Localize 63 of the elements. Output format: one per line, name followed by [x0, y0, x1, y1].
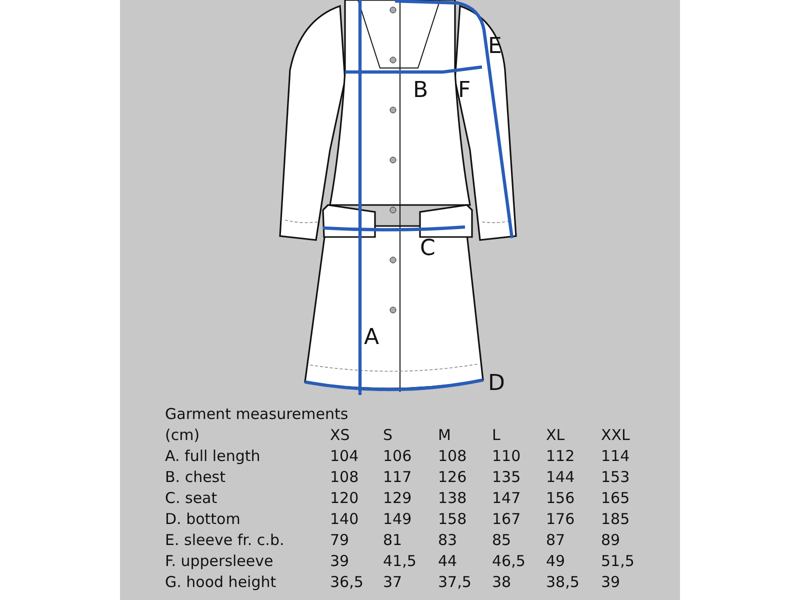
measurement-value: 41,5 [383, 554, 416, 569]
measurement-value: 44 [438, 554, 458, 569]
measurement-value: 104 [330, 449, 359, 464]
measurement-value: 36,5 [330, 575, 364, 590]
size-header: XXL [601, 428, 630, 443]
row-label: D. bottom [165, 512, 240, 527]
measurement-value: 117 [383, 470, 412, 485]
row-label: C. seat [165, 491, 218, 506]
size-header: XL [546, 428, 565, 443]
measurement-value: 37,5 [438, 575, 472, 590]
measurement-value: 89 [601, 533, 620, 548]
measurement-value: 39 [330, 554, 350, 569]
measurement-value: 112 [546, 449, 575, 464]
size-header: XS [330, 428, 350, 443]
measurement-letter: D [488, 373, 505, 395]
measurement-value: 144 [546, 470, 575, 485]
measurement-value: 126 [438, 470, 467, 485]
measurement-value: 185 [601, 512, 630, 527]
row-label: G. hood height [165, 575, 276, 590]
unit-label: (cm) [165, 428, 200, 443]
measurement-value: 39 [601, 575, 620, 590]
table-title: Garment measurements [165, 407, 348, 422]
measurement-value: 51,5 [601, 554, 634, 569]
measurement-value: 106 [383, 449, 412, 464]
measurement-value: 158 [438, 512, 467, 527]
row-label: E. sleeve fr. c.b. [165, 533, 284, 548]
measurement-value: 108 [330, 470, 359, 485]
measurement-value: 108 [438, 449, 467, 464]
measurement-value: 114 [601, 449, 630, 464]
measurement-value: 165 [601, 491, 630, 506]
row-label: B. chest [165, 470, 226, 485]
measurement-value: 129 [383, 491, 412, 506]
measurement-value: 85 [492, 533, 512, 548]
measurement-value: 38,5 [546, 575, 580, 590]
measurement-value: 81 [383, 533, 402, 548]
measurement-value: 149 [383, 512, 412, 527]
measurement-value: 120 [330, 491, 359, 506]
row-label: F. uppersleeve [165, 554, 274, 569]
measurement-value: 37 [383, 575, 402, 590]
measurement-value: 167 [492, 512, 521, 527]
size-header: M [438, 428, 451, 443]
size-header: L [492, 428, 500, 443]
measurement-value: 176 [546, 512, 575, 527]
measurement-value: 87 [546, 533, 566, 548]
row-label: A. full length [165, 449, 260, 464]
measurement-letter: C [420, 238, 436, 260]
size-header: S [383, 428, 393, 443]
measurement-letter: A [364, 327, 380, 349]
measurement-value: 153 [601, 470, 630, 485]
measurement-value: 140 [330, 512, 359, 527]
measurement-value: 156 [546, 491, 575, 506]
measurement-value: 79 [330, 533, 350, 548]
measurement-value: 138 [438, 491, 467, 506]
measurement-letter: F [458, 80, 471, 102]
measurement-value: 135 [492, 470, 521, 485]
measurement-value: 49 [546, 554, 566, 569]
measurement-value: 83 [438, 533, 458, 548]
measurement-value: 110 [492, 449, 521, 464]
measurement-value: 147 [492, 491, 521, 506]
measurement-value: 38 [492, 575, 512, 590]
measurement-letter: E [488, 36, 502, 58]
measurement-value: 46,5 [492, 554, 526, 569]
measurement-letter: B [413, 80, 428, 102]
